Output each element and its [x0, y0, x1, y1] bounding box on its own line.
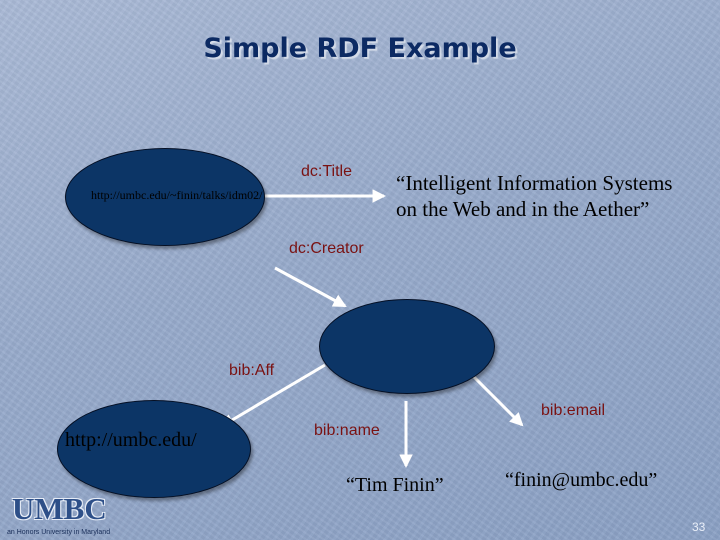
email-literal: “finin@umbc.edu”: [505, 469, 658, 491]
name-literal: “Tim Finin”: [346, 474, 444, 496]
edge-affiliation-arrow: [220, 363, 326, 428]
affiliation-node: [57, 400, 251, 498]
resource-node: [65, 148, 265, 246]
title-literal-line2: on the Web and in the Aether”: [396, 197, 650, 221]
edge-email-label: bib:email: [541, 402, 606, 419]
edge-creator-arrow: [274, 266, 347, 308]
affiliation-node-label: http://umbc.edu/: [65, 429, 197, 451]
edge-name-label: bib:name: [314, 422, 380, 439]
edge-creator-label: dc:Creator: [289, 240, 364, 257]
umbc-logo: UMBC: [12, 491, 107, 526]
resource-node-label: http://umbc.edu/~finin/talks/idm02/: [91, 188, 263, 202]
slide-title: Simple RDF Example: [203, 33, 517, 64]
edge-affiliation-label: bib:Aff: [229, 362, 275, 379]
title-literal-line1: “Intelligent Information Systems: [396, 171, 673, 195]
creator-blank-node: [319, 299, 495, 394]
page-number: 33: [692, 520, 706, 534]
edge-email-arrow: [470, 373, 524, 427]
umbc-tagline: an Honors University in Maryland: [7, 529, 111, 536]
edge-title-label: dc:Title: [301, 163, 352, 180]
